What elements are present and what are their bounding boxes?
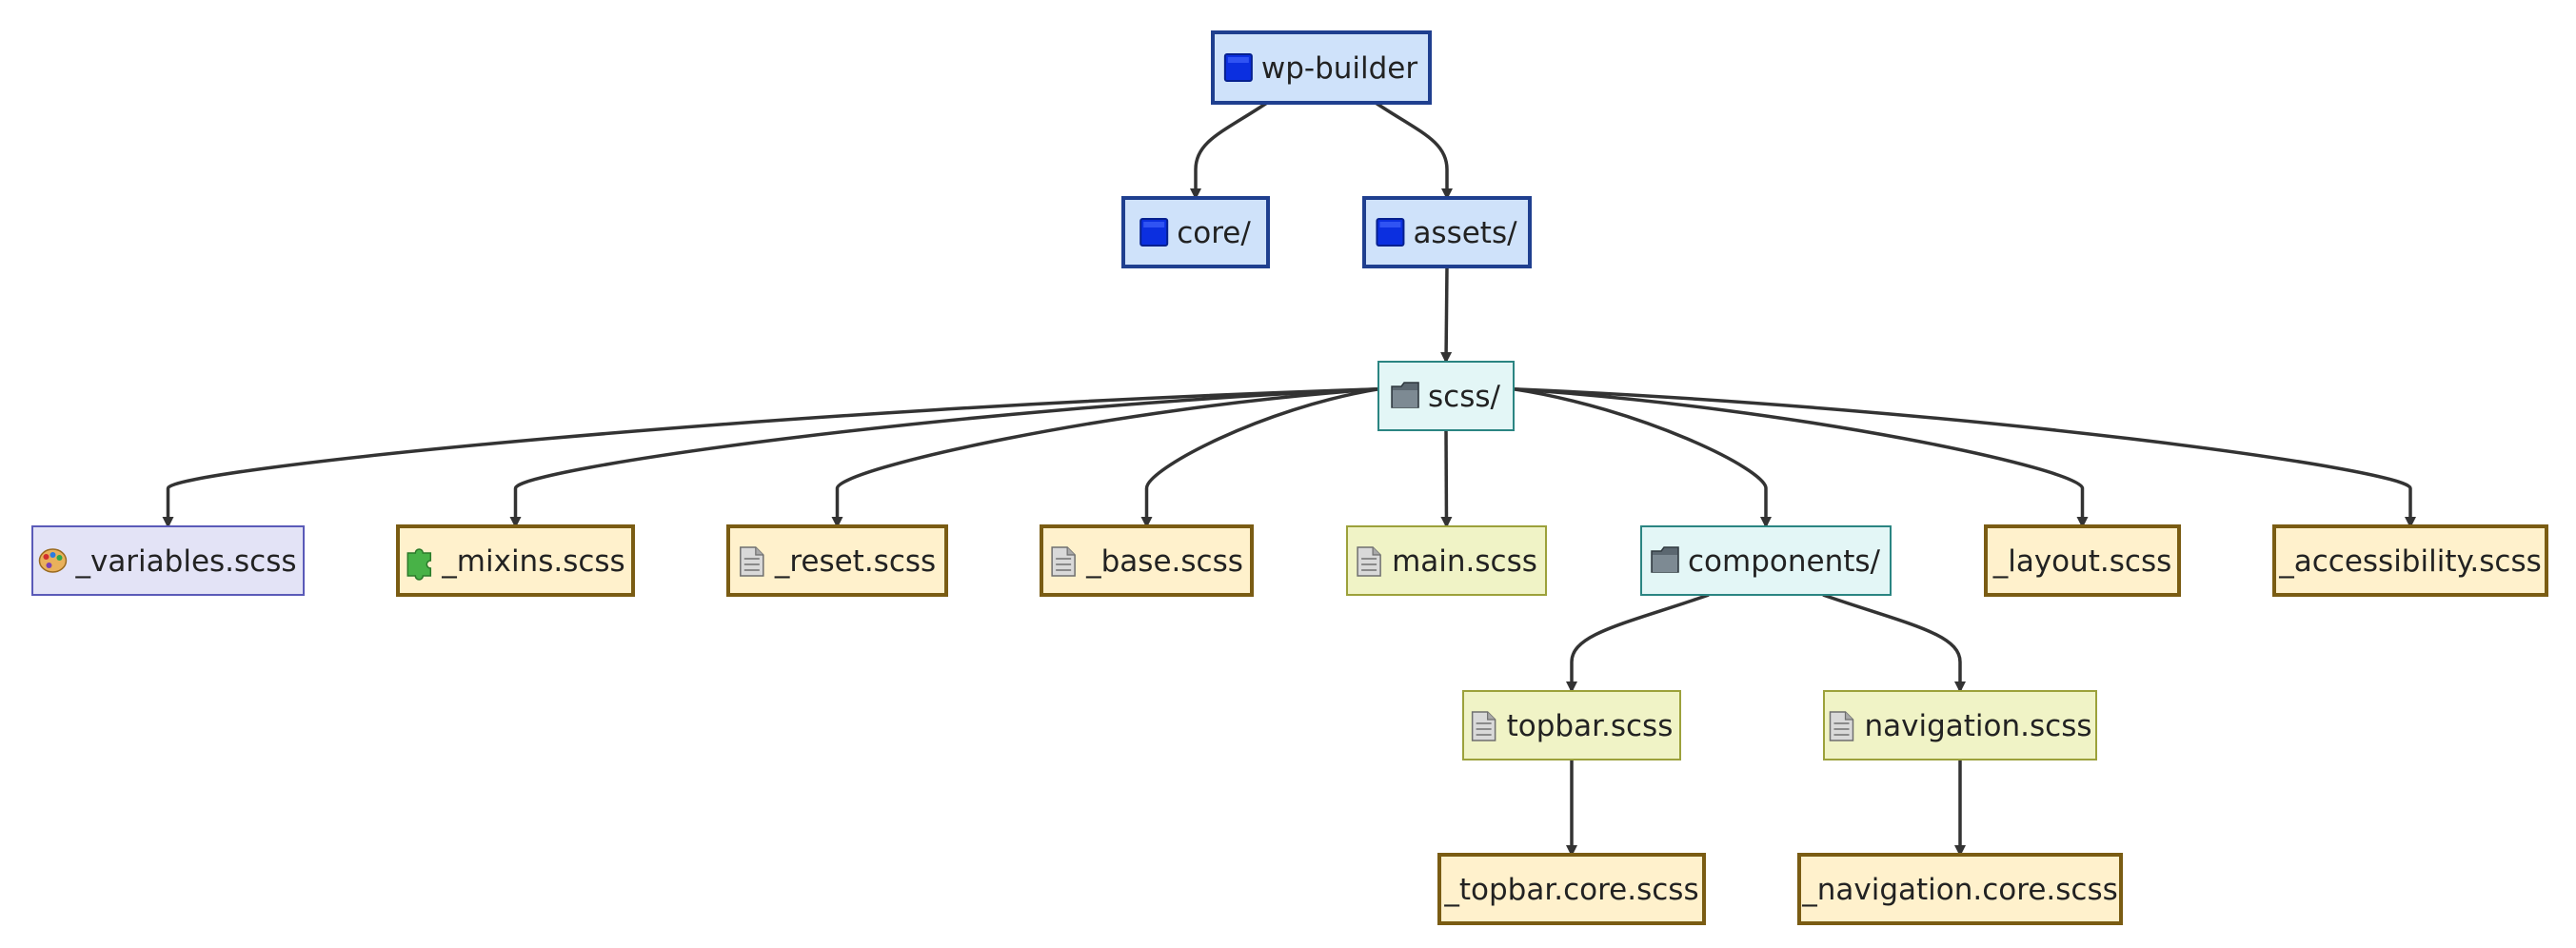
node-label: topbar.scss xyxy=(1507,709,1674,743)
node-box xyxy=(1984,524,2181,597)
edge-scss-to-reset xyxy=(831,387,1379,528)
folder-icon xyxy=(1651,546,1679,573)
file-icon xyxy=(1051,546,1076,577)
node-label: _accessibility.scss xyxy=(2278,544,2542,579)
node-label: _variables.scss xyxy=(74,544,296,579)
node-reset: _reset.scss xyxy=(726,524,948,597)
blue-square-icon xyxy=(1223,53,1253,82)
node-label: navigation.scss xyxy=(1864,709,2091,743)
node-label: main.scss xyxy=(1392,544,1537,579)
blue-square-icon xyxy=(1139,218,1169,247)
node-label: wp-builder xyxy=(1261,51,1418,86)
edge-scss-to-variables xyxy=(162,387,1379,528)
node-wp-builder: wp-builder xyxy=(1211,30,1432,105)
edge-components-to-topbar xyxy=(1566,593,1710,693)
edge-wp-builder-to-core xyxy=(1190,101,1268,200)
edge-assets-to-scss xyxy=(1440,266,1453,364)
node-components: components/ xyxy=(1640,525,1892,596)
node-label: _layout.scss xyxy=(1992,544,2172,579)
node-label: scss/ xyxy=(1428,380,1500,414)
node-box xyxy=(396,524,635,597)
node-navigation: navigation.scss xyxy=(1823,690,2097,760)
folder-icon xyxy=(1391,382,1419,408)
node-core: core/ xyxy=(1121,196,1270,268)
node-topbar: topbar.scss xyxy=(1462,690,1681,760)
edges-layer xyxy=(162,101,2416,857)
file-icon xyxy=(1471,711,1496,741)
node-box xyxy=(726,524,948,597)
edge-scss-to-mixins xyxy=(509,387,1379,528)
node-main: main.scss xyxy=(1346,525,1547,596)
nodes-layer: wp-builder core/assets/scss/ _variables.sc… xyxy=(31,30,2548,925)
node-box xyxy=(1640,525,1892,596)
node-box xyxy=(1823,690,2097,760)
edge-components-to-navigation xyxy=(1822,593,1966,693)
edge-scss-to-layout xyxy=(1513,387,2089,528)
file-icon xyxy=(1829,711,1854,741)
file-icon xyxy=(740,546,764,577)
file-icon xyxy=(1357,546,1381,577)
node-box xyxy=(1040,524,1254,597)
node-box xyxy=(2272,524,2548,597)
node-assets: assets/ xyxy=(1362,196,1532,268)
edge-scss-to-accessibility xyxy=(1513,387,2416,528)
node-label: _reset.scss xyxy=(774,544,936,579)
node-label: assets/ xyxy=(1413,216,1517,250)
edge-scss-to-base xyxy=(1140,387,1379,528)
node-mixins: _mixins.scss xyxy=(396,524,635,597)
node-box xyxy=(31,525,305,596)
node-box xyxy=(1462,690,1681,760)
palette-icon xyxy=(38,548,68,573)
node-navigation-core: _navigation.core.scss xyxy=(1797,853,2123,925)
node-layout: _layout.scss xyxy=(1984,524,2181,597)
blue-square-icon xyxy=(1376,218,1405,247)
puzzle-icon xyxy=(406,548,432,581)
node-accessibility: _accessibility.scss xyxy=(2272,524,2548,597)
edge-scss-to-components xyxy=(1513,387,1772,528)
node-variables: _variables.scss xyxy=(31,525,305,596)
node-label: _mixins.scss xyxy=(441,544,624,579)
edge-wp-builder-to-assets xyxy=(1375,101,1453,200)
node-label: _base.scss xyxy=(1085,544,1243,579)
node-box xyxy=(1797,853,2123,925)
node-topbar-core: _topbar.core.scss xyxy=(1437,853,1706,925)
node-label: _topbar.core.scss xyxy=(1443,873,1698,907)
node-label: _navigation.core.scss xyxy=(1801,873,2118,907)
node-scss: scss/ xyxy=(1377,361,1515,431)
node-label: core/ xyxy=(1177,216,1251,250)
edge-scss-to-main xyxy=(1440,429,1453,528)
node-label: components/ xyxy=(1688,544,1881,579)
node-box xyxy=(1437,853,1706,925)
node-base: _base.scss xyxy=(1040,524,1254,597)
